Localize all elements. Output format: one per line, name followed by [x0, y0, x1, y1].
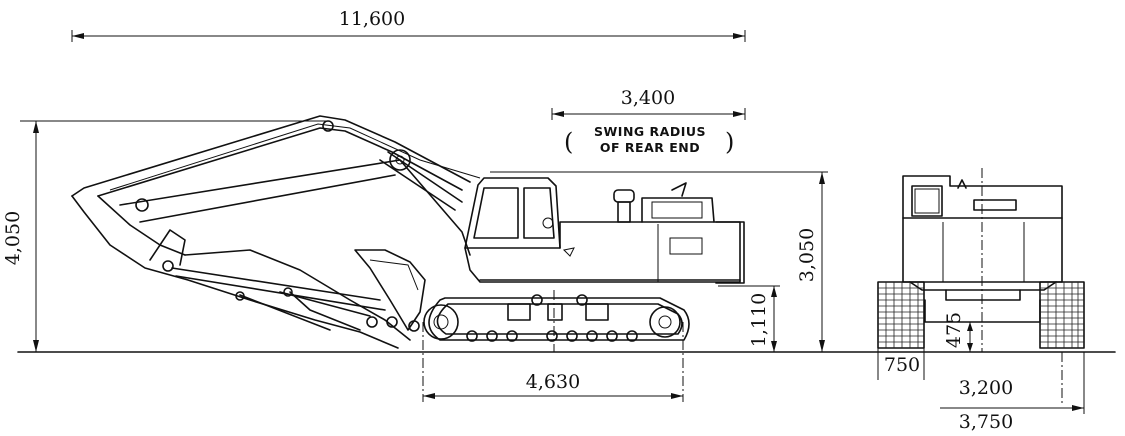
swing-radius-note-line2: OF REAR END	[600, 140, 700, 155]
tumbler-distance-dimension: 4,630	[422, 322, 684, 402]
ground-clearance-dimension: 475	[943, 312, 973, 352]
cab-height-label: 3,050	[796, 228, 818, 282]
tumbler-distance-label: 4,630	[526, 371, 580, 393]
overall-height-dimension: 4,050	[2, 120, 330, 352]
overall-length-label: 11,600	[339, 8, 405, 30]
rear-swing-label: 3,400	[621, 87, 675, 109]
track-gauge-dimension: 3,200	[959, 352, 1063, 405]
ground-clearance-label: 475	[943, 312, 965, 348]
overall-length-dimension: 11,600	[71, 8, 746, 42]
cab-height-dimension: 3,050	[490, 171, 828, 352]
shoe-width-dimension: 750	[877, 348, 925, 380]
svg-text:): )	[725, 128, 734, 156]
swing-radius-note-line1: SWING RADIUS	[594, 124, 706, 139]
excavator-front-view: 475 750 3,200 3,750	[877, 168, 1085, 433]
shoe-width-label: 750	[884, 354, 920, 376]
track-gauge-label: 3,200	[959, 377, 1013, 399]
rear-swing-dimension: 3,400 ( ) SWING RADIUS OF REAR END	[551, 87, 746, 156]
left-track-hatch	[878, 282, 924, 348]
overall-width-label: 3,750	[959, 411, 1013, 433]
overall-height-label: 4,050	[2, 211, 24, 265]
svg-text:(: (	[564, 128, 573, 156]
overall-width-dimension: 3,750	[940, 352, 1085, 433]
counterweight-clearance-label: 1,110	[748, 293, 770, 347]
counterweight-clearance-dimension: 1,110	[718, 285, 780, 352]
right-track-hatch	[1040, 282, 1084, 348]
excavator-side-view	[71, 115, 745, 352]
